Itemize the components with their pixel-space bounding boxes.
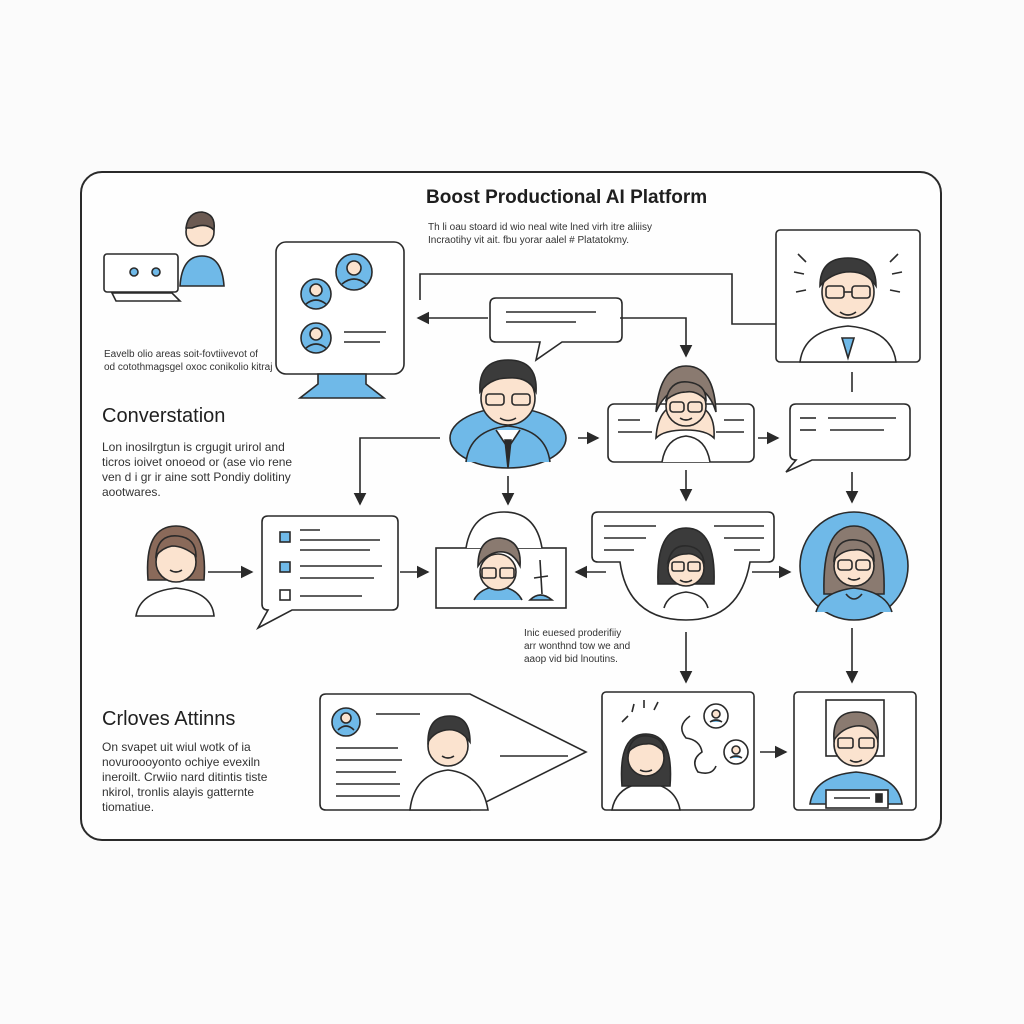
monitor-chat-icon bbox=[275, 241, 405, 399]
workstation-caption: Eavelb olio areas soit-fovtiivevot of od… bbox=[104, 348, 274, 374]
flow-arrows bbox=[208, 273, 859, 759]
woman-circle-avatar-icon bbox=[799, 511, 909, 621]
woman-chat-bubble-icon bbox=[607, 365, 755, 463]
reply-bubble-icon bbox=[785, 403, 911, 473]
body-line: ticros ioivet onoeod or (ase vio rene bbox=[102, 455, 293, 469]
body-line: ven d i gr ir aine sott Pondiy dolitiny bbox=[102, 470, 291, 484]
diagram-subtitle: Th li oau stoard id wio neal wite lned v… bbox=[428, 221, 748, 247]
woman-round-bubble-icon bbox=[591, 511, 775, 621]
body-line: ineroilt. Crwiio nard ditintis tiste bbox=[102, 770, 268, 784]
note-line: aaop vid bid lnoutins. bbox=[524, 654, 618, 665]
productivity-note: Inic euesed proderifiiy arr wonthnd tow … bbox=[524, 627, 684, 666]
checklist-bubble-icon bbox=[255, 515, 399, 630]
conversation-heading: Converstation bbox=[102, 405, 226, 427]
subtitle-line: Incraotihy vit ait. fbu yorar aalel # Pl… bbox=[428, 235, 630, 246]
idea-avatar-icon bbox=[601, 691, 755, 811]
body-line: aootwares. bbox=[102, 485, 161, 499]
caption-line: od cotothmagsgel oxoc conikolio kitraj bbox=[104, 362, 273, 373]
profile-man-card-icon bbox=[793, 691, 917, 811]
chat-bubble-icon bbox=[489, 297, 623, 362]
manager-avatar-icon bbox=[775, 229, 921, 363]
note-line: Inic euesed proderifiiy bbox=[524, 628, 622, 639]
body-line: nkirol, tronlis alayis gatternte bbox=[102, 785, 255, 799]
actions-heading: Crloves Attinns bbox=[102, 708, 236, 730]
central-man-avatar-icon bbox=[449, 359, 567, 469]
body-line: On svapet uit wiul wotk of ia bbox=[102, 740, 251, 754]
body-line: Lon inosilrgtun is crgugit urirol and bbox=[102, 440, 285, 454]
note-line: arr wonthnd tow we and bbox=[524, 641, 631, 652]
body-line: novuroooyonto ochiye evexiln bbox=[102, 755, 261, 769]
actions-body: On svapet uit wiul wotk of ia novuroooyo… bbox=[102, 740, 302, 815]
body-line: tiomatiue. bbox=[102, 800, 155, 814]
diagram-title: Boost Productional AI Platform bbox=[426, 187, 708, 208]
profile-card-icon bbox=[435, 511, 567, 609]
person-at-computer-icon bbox=[103, 211, 225, 302]
woman-avatar-icon bbox=[135, 525, 215, 617]
action-card-icon bbox=[319, 693, 588, 811]
subtitle-line: Th li oau stoard id wio neal wite lned v… bbox=[428, 222, 652, 233]
conversation-body: Lon inosilrgtun is crgugit urirol and ti… bbox=[102, 440, 332, 500]
caption-line: Eavelb olio areas soit-fovtiivevot of bbox=[104, 349, 258, 360]
